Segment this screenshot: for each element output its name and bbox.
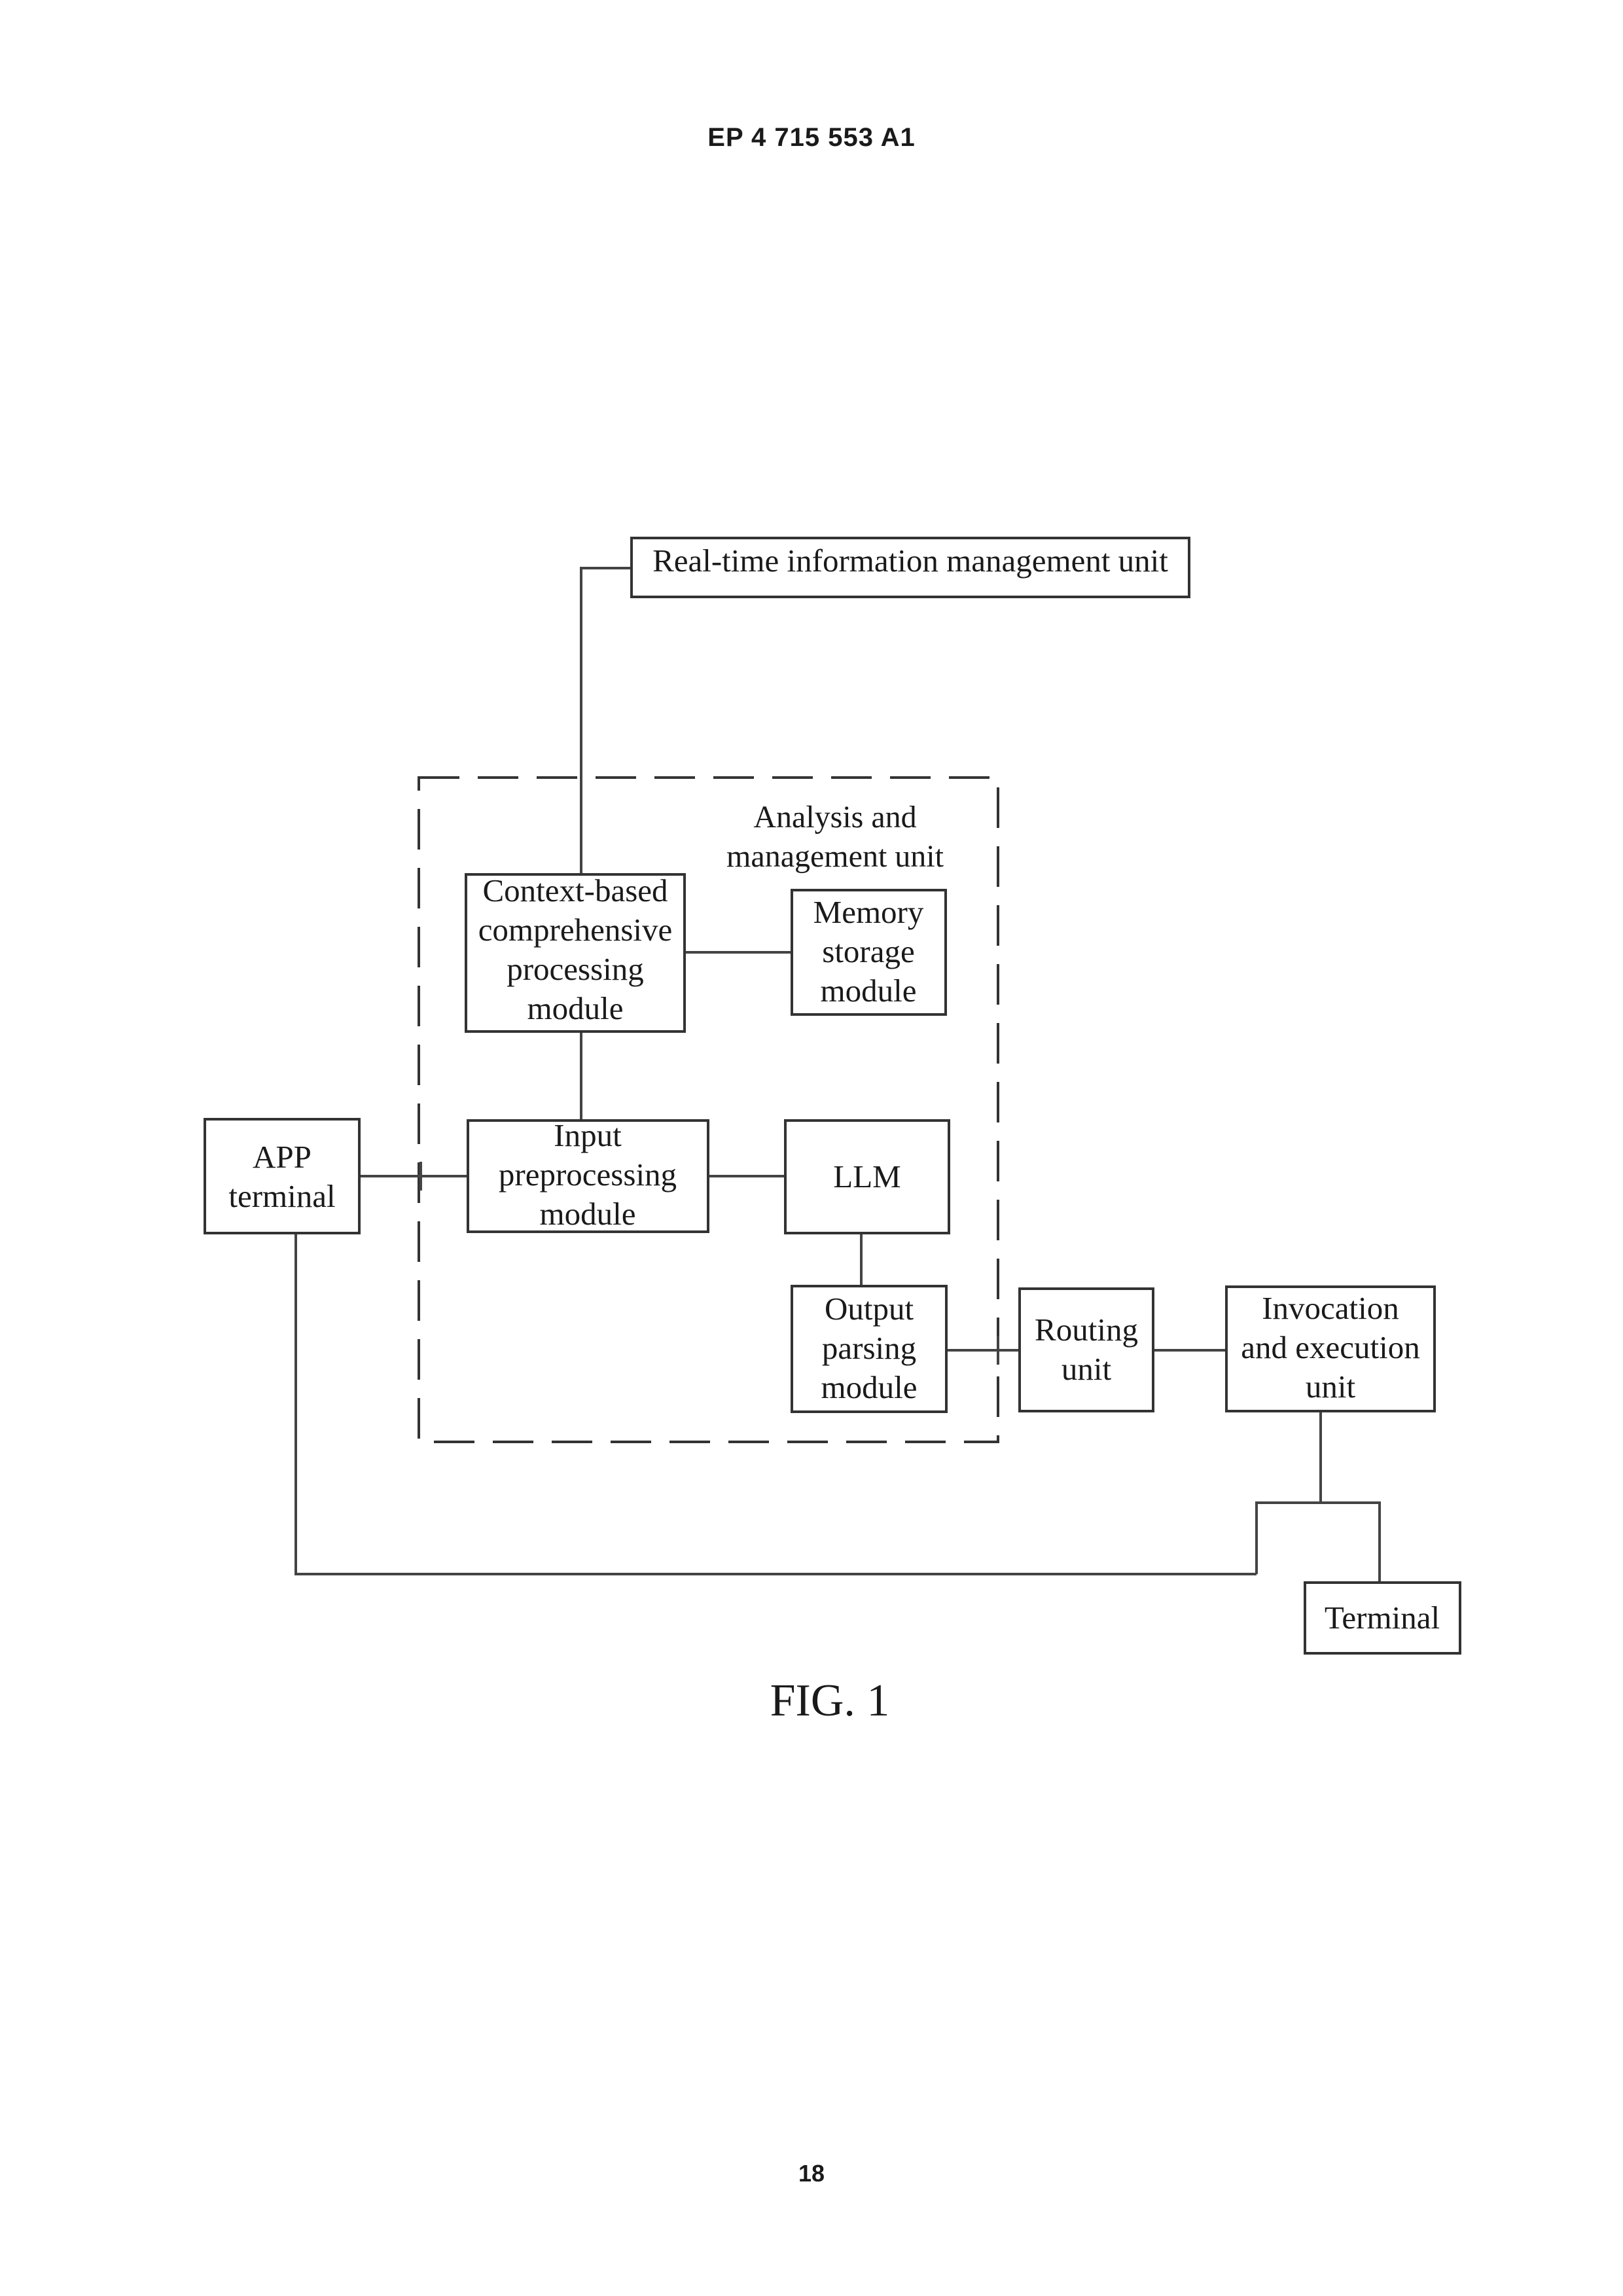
svg-text:LLM: LLM (833, 1158, 901, 1194)
svg-text:Routing: Routing (1035, 1312, 1138, 1348)
svg-text:storage: storage (822, 933, 915, 969)
svg-text:Invocation: Invocation (1262, 1290, 1399, 1326)
svg-text:comprehensive: comprehensive (478, 912, 673, 948)
svg-text:module: module (821, 973, 917, 1009)
realtime-info-management-unit: Real-time information management unit (632, 538, 1189, 597)
svg-text:unit: unit (1061, 1351, 1112, 1387)
routing-unit: Routing unit (1020, 1289, 1153, 1411)
group-label-line-1: Analysis and (753, 800, 916, 834)
figure-caption: FIG. 1 (770, 1676, 890, 1726)
wire-invocation-to-terminal (1257, 1503, 1380, 1583)
input-preprocessing-module: Input preprocessing module (468, 1117, 708, 1232)
terminal: Terminal (1305, 1583, 1460, 1653)
svg-text:Output: Output (825, 1291, 914, 1327)
llm: LLM (785, 1121, 949, 1233)
svg-text:preprocessing: preprocessing (499, 1157, 677, 1193)
svg-text:and execution: and execution (1241, 1329, 1419, 1365)
realtime-label: Real-time information management unit (652, 543, 1168, 579)
svg-text:module: module (527, 990, 624, 1026)
page-number: 18 (0, 2160, 1623, 2187)
svg-text:APP: APP (253, 1139, 312, 1175)
svg-text:terminal: terminal (228, 1178, 335, 1214)
wire-context-to-realtime (581, 568, 632, 878)
invocation-execution-unit: Invocation and execution unit (1226, 1287, 1435, 1411)
connectors (296, 568, 1380, 1583)
group-label-line-2: management unit (726, 839, 944, 874)
svg-text:Input: Input (554, 1117, 622, 1153)
app-terminal: APP terminal (205, 1119, 359, 1233)
svg-text:processing: processing (507, 951, 644, 987)
memory-storage-module: Memory storage module (792, 890, 946, 1014)
svg-text:Memory: Memory (813, 894, 924, 930)
svg-text:module: module (540, 1196, 636, 1232)
svg-text:unit: unit (1306, 1369, 1356, 1405)
svg-text:Terminal: Terminal (1325, 1600, 1440, 1636)
svg-text:Context-based: Context-based (482, 872, 668, 908)
svg-text:parsing: parsing (822, 1330, 916, 1366)
group-label: Analysis and management unit (726, 800, 944, 874)
context-processing-module: Context-based comprehensive processing m… (466, 872, 685, 1031)
output-parsing-module: Output parsing module (792, 1286, 946, 1412)
svg-text:module: module (821, 1369, 918, 1405)
